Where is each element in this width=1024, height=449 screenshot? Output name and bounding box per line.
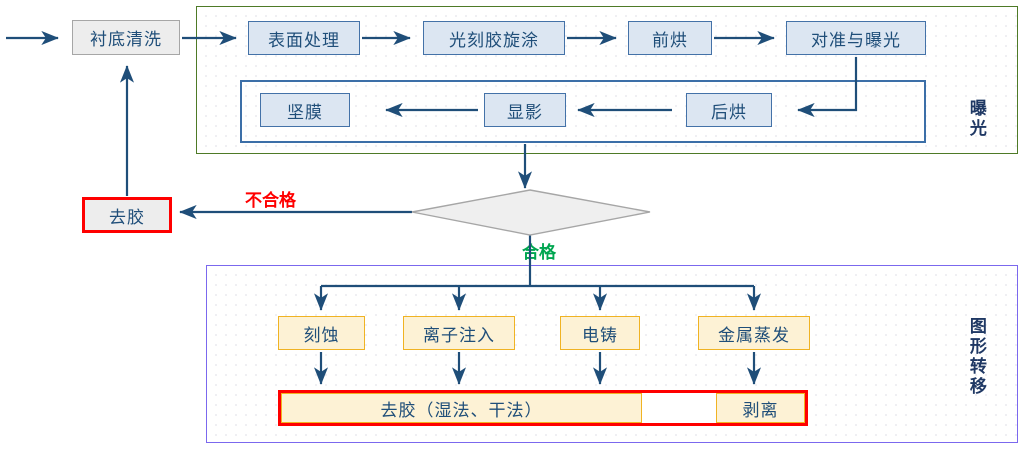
exposure-return-loop-rect [240,80,926,143]
node-etch[interactable]: 刻蚀 [278,316,365,350]
node-metal-evaporation[interactable]: 金属蒸发 [698,316,810,350]
node-electroforming[interactable]: 电铸 [560,316,640,350]
node-align-expose[interactable]: 对准与曝光 [786,21,926,55]
edge-label-pass: 合格 [522,243,556,262]
node-strip-resist-wet-dry[interactable]: 去胶（湿法、干法） [281,393,642,423]
node-strip-resist-reject[interactable]: 去胶 [82,197,172,233]
node-pre-bake[interactable]: 前烘 [628,21,712,55]
node-inspection-label[interactable]: 图形检测 [494,205,566,225]
section-pattern-transfer-label: 图形转移 [966,317,986,397]
edge-label-fail: 不合格 [245,191,296,210]
node-liftoff[interactable]: 剥离 [716,393,805,423]
node-photoresist-spin[interactable]: 光刻胶旋涂 [423,21,565,55]
node-post-bake[interactable]: 后烘 [686,93,772,127]
node-ion-implant[interactable]: 离子注入 [403,316,515,350]
node-hard-bake[interactable]: 坚膜 [260,93,350,127]
node-substrate-clean[interactable]: 衬底清洗 [72,20,180,55]
section-exposure-label: 曝光 [966,99,986,139]
node-surface-treatment[interactable]: 表面处理 [248,21,360,55]
node-develop[interactable]: 显影 [484,93,566,127]
